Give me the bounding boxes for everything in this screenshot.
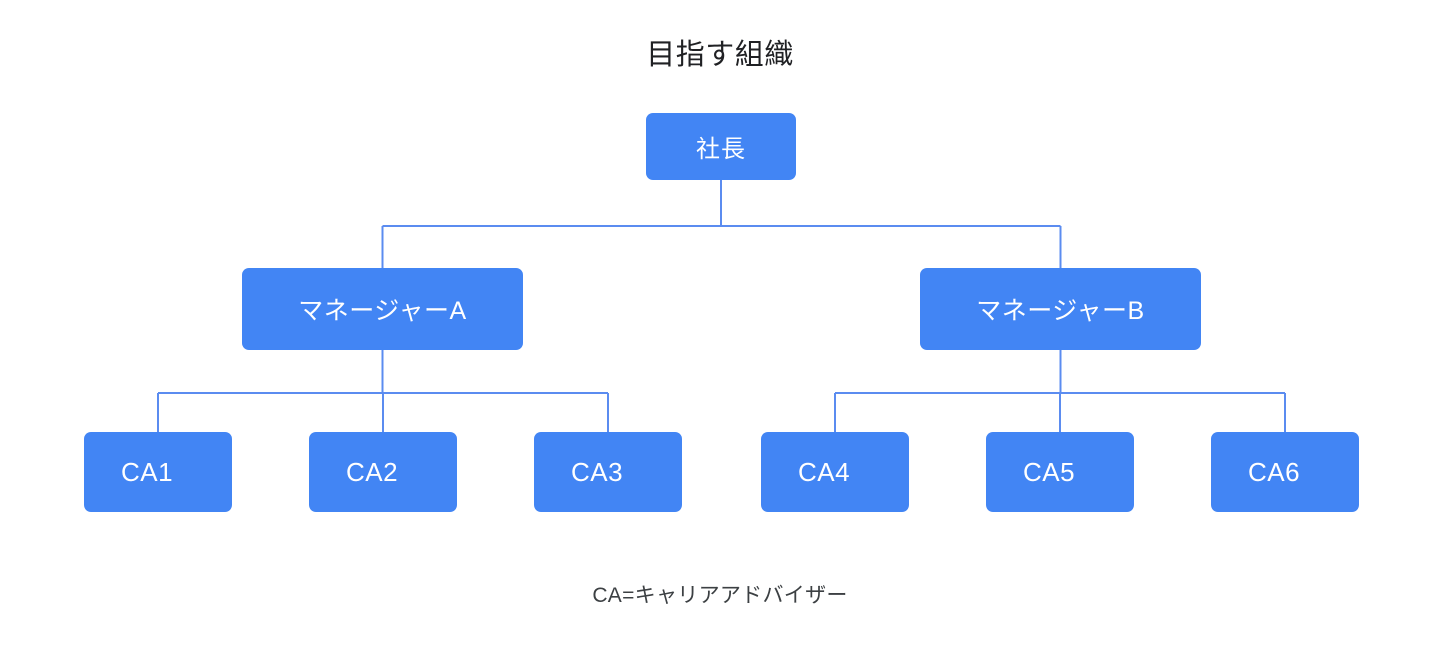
org-node-ca1[interactable]: CA1: [84, 432, 232, 512]
org-node-president[interactable]: 社長: [646, 113, 796, 180]
org-node-ca6[interactable]: CA6: [1211, 432, 1359, 512]
org-node-manager-a[interactable]: マネージャーA: [242, 268, 523, 350]
org-node-ca3[interactable]: CA3: [534, 432, 682, 512]
org-node-label: CA2: [345, 456, 399, 487]
diagram-caption: CA=キャリアアドバイザー: [592, 584, 848, 607]
org-node-label: マネージャーB: [976, 297, 1145, 325]
org-node-ca4[interactable]: CA4: [761, 432, 909, 512]
org-node-label: CA6: [1247, 456, 1301, 487]
org-node-ca5[interactable]: CA5: [986, 432, 1134, 512]
diagram-title: 目指す組織: [646, 39, 794, 71]
org-node-label: CA1: [120, 456, 174, 487]
org-node-label: CA4: [797, 456, 851, 487]
org-node-label: マネージャーA: [298, 297, 467, 325]
org-node-manager-b[interactable]: マネージャーB: [920, 268, 1201, 350]
org-node-label: CA5: [1022, 456, 1076, 487]
org-node-label: 社長: [696, 136, 746, 163]
org-node-ca2[interactable]: CA2: [309, 432, 457, 512]
org-node-label: CA3: [570, 456, 624, 487]
